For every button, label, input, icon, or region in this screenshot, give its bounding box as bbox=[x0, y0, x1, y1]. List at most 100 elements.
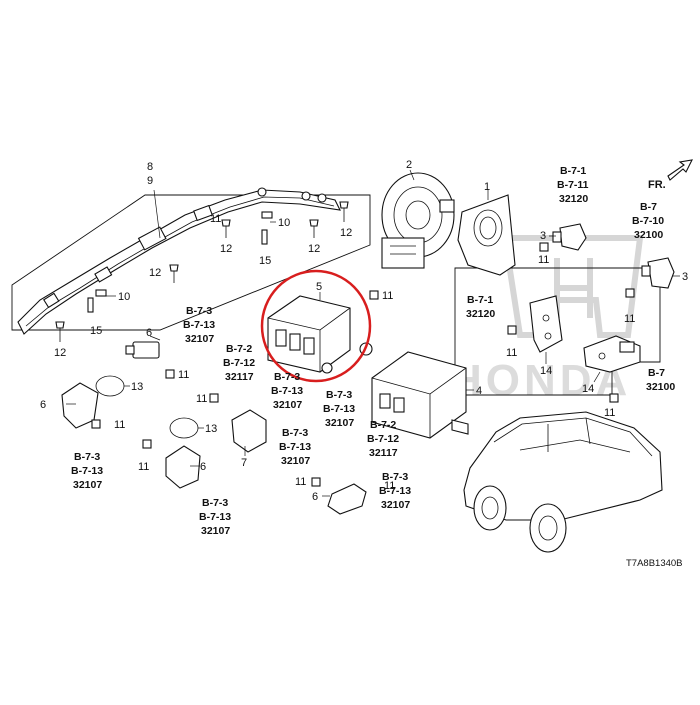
curtain-airbag bbox=[17, 187, 341, 335]
ref-group-6-line-2: B-7-13 bbox=[271, 385, 303, 397]
callout-numbers: 8 9 2 1 3 3 5 4 6 6 6 6 7 10 10 12 12 12… bbox=[40, 159, 688, 503]
impact-sensor-1 bbox=[125, 341, 160, 359]
callout-11-b: 11 bbox=[178, 369, 189, 381]
direction-label: FR. bbox=[648, 179, 666, 191]
ref-group-10-line-2: B-7-13 bbox=[71, 465, 103, 477]
diagram-code: T7A8B1340B bbox=[626, 558, 683, 569]
callout-5: 5 bbox=[316, 281, 322, 293]
srs-unit bbox=[267, 295, 373, 374]
callout-11-i: 11 bbox=[506, 347, 517, 359]
control-unit bbox=[371, 351, 469, 439]
ref-group-8-line-1: B-7-2 bbox=[370, 419, 396, 431]
callout-11-k: 11 bbox=[384, 480, 395, 492]
callout-3-right: 3 bbox=[682, 271, 688, 283]
callout-4: 4 bbox=[476, 385, 482, 397]
callout-12-d: 12 bbox=[149, 267, 161, 279]
impact-sensor-5 bbox=[327, 483, 367, 515]
callout-11-c: 11 bbox=[196, 393, 207, 405]
ref-group-11-line-3: 32107 bbox=[201, 525, 230, 537]
side-sensor-right bbox=[641, 257, 675, 289]
callout-6-b: 6 bbox=[40, 399, 46, 411]
steering-cover bbox=[457, 194, 516, 276]
callout-15-b: 15 bbox=[90, 325, 102, 337]
airbag-fasteners bbox=[55, 201, 349, 342]
bracket-right bbox=[583, 335, 641, 373]
ref-group-2-line-3: 32100 bbox=[634, 229, 663, 241]
ref-group-12-line-2: B-7-13 bbox=[379, 485, 411, 497]
ref-group-12-line-1: B-7-3 bbox=[382, 471, 408, 483]
callout-6-d: 6 bbox=[312, 491, 318, 503]
bolts bbox=[91, 242, 635, 487]
callout-11-d: 11 bbox=[114, 419, 125, 431]
ref-group-8-line-2: B-7-12 bbox=[367, 433, 399, 445]
impact-sensor-3 bbox=[231, 409, 267, 453]
callout-6-c: 6 bbox=[200, 461, 206, 473]
ref-group-1-line-1: B-7-1 bbox=[560, 165, 586, 177]
side-sensor-upper bbox=[552, 223, 587, 251]
callout-1: 1 bbox=[484, 181, 490, 193]
ref-group-9-line-2: B-7-13 bbox=[279, 441, 311, 453]
callout-2: 2 bbox=[406, 159, 412, 171]
front-direction-arrow: FR. bbox=[648, 159, 693, 191]
callout-11-l: 11 bbox=[210, 213, 221, 225]
callout-12-a: 12 bbox=[220, 243, 232, 255]
ref-group-4-line-1: B-7-3 bbox=[186, 305, 212, 317]
ref-group-12-line-3: 32107 bbox=[381, 499, 410, 511]
callout-11-f: 11 bbox=[295, 476, 306, 488]
ref-group-11-line-2: B-7-13 bbox=[199, 511, 231, 523]
ref-group-10-line-1: B-7-3 bbox=[74, 451, 100, 463]
ref-group-13-line-1: B-7 bbox=[648, 367, 665, 379]
ref-group-6-line-3: 32107 bbox=[273, 399, 302, 411]
callout-3-upper: 3 bbox=[540, 230, 546, 242]
ref-group-4-line-2: B-7-13 bbox=[183, 319, 215, 331]
ref-group-3-line-2: 32120 bbox=[466, 308, 495, 320]
ref-group-5-line-3: 32117 bbox=[225, 371, 254, 383]
highlight-circle bbox=[260, 269, 372, 383]
callout-10-a: 10 bbox=[278, 217, 290, 229]
ref-group-7-line-1: B-7-3 bbox=[326, 389, 352, 401]
ref-group-4-line-3: 32107 bbox=[185, 333, 214, 345]
ref-group-2-line-1: B-7 bbox=[640, 201, 657, 213]
vehicle-illustration bbox=[463, 411, 663, 553]
callout-11-h: 11 bbox=[624, 313, 635, 325]
ref-group-5-line-2: B-7-12 bbox=[223, 357, 255, 369]
ref-group-1-line-3: 32120 bbox=[559, 193, 588, 205]
leader-lines bbox=[66, 169, 680, 497]
callout-13-a: 13 bbox=[131, 381, 143, 393]
ref-group-3-line-1: B-7-1 bbox=[467, 294, 493, 306]
ref-group-9-line-3: 32107 bbox=[281, 455, 310, 467]
callout-9: 9 bbox=[147, 175, 153, 187]
ref-group-6-line-1: B-7-3 bbox=[274, 371, 300, 383]
callout-13-b: 13 bbox=[205, 423, 217, 435]
cable-reel bbox=[381, 172, 455, 269]
callout-12-c: 12 bbox=[340, 227, 352, 239]
callout-8: 8 bbox=[147, 161, 153, 173]
reference-codes: B-7-1 B-7-11 32120 B-7 B-7-10 32100 B-7-… bbox=[71, 165, 675, 537]
callout-6-a: 6 bbox=[146, 327, 152, 339]
callout-11-g: 11 bbox=[538, 254, 549, 266]
callout-15-a: 15 bbox=[259, 255, 271, 267]
o-ring-1 bbox=[95, 375, 125, 397]
ref-group-10-line-3: 32107 bbox=[73, 479, 102, 491]
ref-group-1-line-2: B-7-11 bbox=[557, 179, 589, 191]
impact-sensor-4 bbox=[165, 445, 201, 489]
callout-11-j: 11 bbox=[604, 407, 615, 419]
callout-10-b: 10 bbox=[118, 291, 130, 303]
bracket-left bbox=[529, 295, 563, 353]
ref-group-11-line-1: B-7-3 bbox=[202, 497, 228, 509]
ref-group-8-line-3: 32117 bbox=[369, 447, 398, 459]
callout-12-b: 12 bbox=[308, 243, 320, 255]
callout-11-a: 11 bbox=[382, 290, 393, 302]
callout-12-e: 12 bbox=[54, 347, 66, 359]
callout-7: 7 bbox=[241, 457, 247, 469]
ref-group-9-line-1: B-7-3 bbox=[282, 427, 308, 439]
ref-group-5-line-1: B-7-2 bbox=[226, 343, 252, 355]
ref-group-2-line-2: B-7-10 bbox=[632, 215, 664, 227]
callout-14-b: 14 bbox=[582, 383, 594, 395]
callout-14-a: 14 bbox=[540, 365, 552, 377]
ref-group-7-line-3: 32107 bbox=[325, 417, 354, 429]
o-ring-2 bbox=[169, 417, 199, 439]
ref-group-13-line-2: 32100 bbox=[646, 381, 675, 393]
callout-11-e: 11 bbox=[138, 461, 149, 473]
